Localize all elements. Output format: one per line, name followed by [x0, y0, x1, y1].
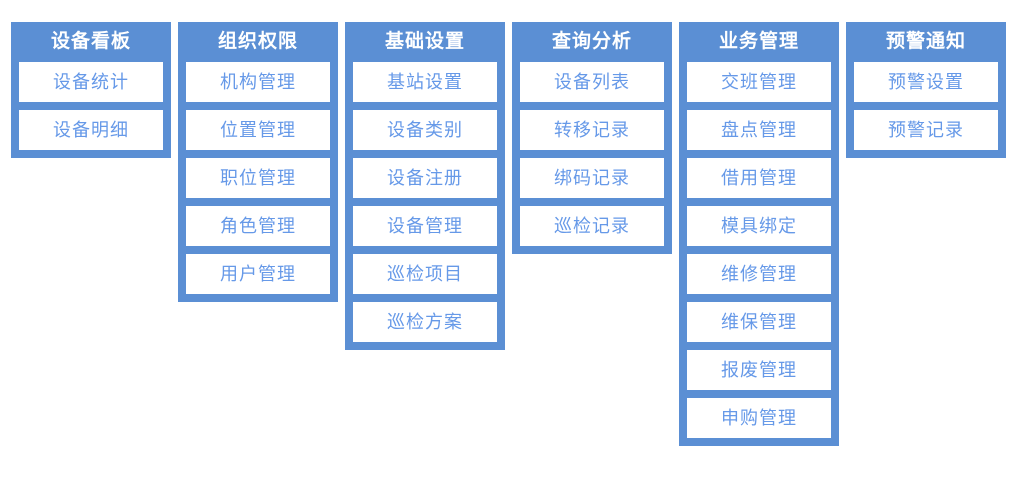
menu-item[interactable]: 位置管理 [186, 110, 330, 150]
menu-item[interactable]: 盘点管理 [687, 110, 831, 150]
menu-item[interactable]: 巡检项目 [353, 254, 497, 294]
menu-item[interactable]: 申购管理 [687, 398, 831, 438]
menu-column: 查询分析设备列表转移记录绑码记录巡检记录 [512, 22, 672, 254]
menu-item[interactable]: 设备管理 [353, 206, 497, 246]
menu-item[interactable]: 绑码记录 [520, 158, 664, 198]
column-header: 设备看板 [50, 31, 131, 52]
menu-item[interactable]: 设备明细 [19, 110, 163, 150]
column-header: 组织权限 [217, 31, 298, 52]
menu-item[interactable]: 设备列表 [520, 62, 664, 102]
menu-item[interactable]: 角色管理 [186, 206, 330, 246]
column-header: 查询分析 [551, 31, 632, 52]
column-header: 业务管理 [718, 31, 799, 52]
menu-item[interactable]: 预警设置 [854, 62, 998, 102]
menu-item[interactable]: 基站设置 [353, 62, 497, 102]
menu-item[interactable]: 职位管理 [186, 158, 330, 198]
menu-item[interactable]: 模具绑定 [687, 206, 831, 246]
menu-item[interactable]: 设备类别 [353, 110, 497, 150]
column-item-list: 预警设置预警记录 [854, 62, 998, 150]
menu-item[interactable]: 借用管理 [687, 158, 831, 198]
column-item-list: 设备统计设备明细 [19, 62, 163, 150]
menu-item[interactable]: 机构管理 [186, 62, 330, 102]
menu-item[interactable]: 维保管理 [687, 302, 831, 342]
menu-item[interactable]: 交班管理 [687, 62, 831, 102]
menu-item[interactable]: 转移记录 [520, 110, 664, 150]
menu-item[interactable]: 巡检记录 [520, 206, 664, 246]
menu-column: 组织权限机构管理位置管理职位管理角色管理用户管理 [178, 22, 338, 302]
menu-item[interactable]: 巡检方案 [353, 302, 497, 342]
menu-item[interactable]: 设备注册 [353, 158, 497, 198]
column-item-list: 交班管理盘点管理借用管理模具绑定维修管理维保管理报废管理申购管理 [687, 62, 831, 438]
column-header: 预警通知 [885, 31, 966, 52]
menu-item[interactable]: 设备统计 [19, 62, 163, 102]
column-item-list: 机构管理位置管理职位管理角色管理用户管理 [186, 62, 330, 294]
menu-column: 基础设置基站设置设备类别设备注册设备管理巡检项目巡检方案 [345, 22, 505, 350]
column-item-list: 设备列表转移记录绑码记录巡检记录 [520, 62, 664, 246]
menu-item[interactable]: 报废管理 [687, 350, 831, 390]
menu-item[interactable]: 维修管理 [687, 254, 831, 294]
menu-item[interactable]: 用户管理 [186, 254, 330, 294]
menu-column: 预警通知预警设置预警记录 [846, 22, 1006, 158]
column-item-list: 基站设置设备类别设备注册设备管理巡检项目巡检方案 [353, 62, 497, 342]
menu-item[interactable]: 预警记录 [854, 110, 998, 150]
column-header: 基础设置 [384, 31, 465, 52]
menu-column: 业务管理交班管理盘点管理借用管理模具绑定维修管理维保管理报废管理申购管理 [679, 22, 839, 446]
menu-column: 设备看板设备统计设备明细 [11, 22, 171, 158]
